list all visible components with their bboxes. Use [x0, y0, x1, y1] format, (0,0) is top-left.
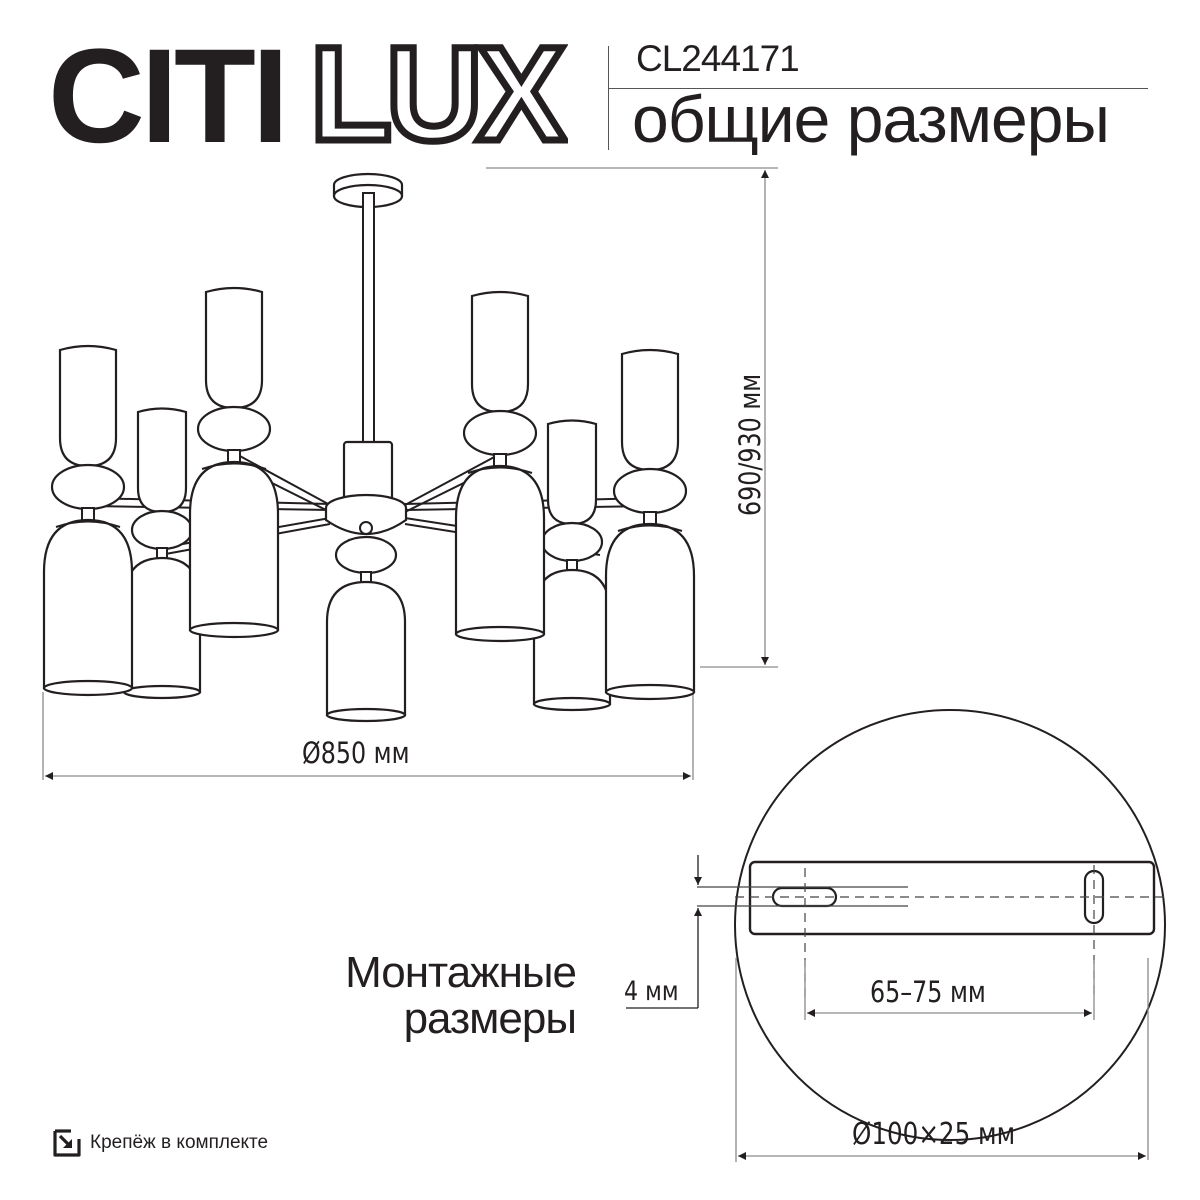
diameter-dimension: [42, 690, 694, 780]
diameter-label: Ø850 мм: [302, 736, 410, 770]
footer-note: Крепёж в комплекте: [52, 1128, 268, 1158]
citilux-logo: CITI LUX: [48, 38, 568, 148]
chandelier-drawing: [42, 172, 696, 723]
footer-label: Крепёж в комплекте: [90, 1132, 269, 1153]
model-number: CL244171: [636, 38, 800, 79]
header-divider-vertical: [608, 46, 609, 150]
hole-spacing-label: 65–75 мм: [870, 975, 986, 1009]
header-divider-horizontal: [608, 88, 1148, 89]
logo-outline-text: LUX: [310, 38, 566, 148]
fastener-included-icon: [53, 1129, 81, 1157]
mounting-title-line1: Монтажные: [345, 948, 577, 997]
slot-width-label: 4 мм: [624, 976, 679, 1007]
mounting-plate-drawing: [626, 709, 1168, 1162]
logo-solid-text: CITI: [48, 38, 285, 148]
mounting-title-line2: размеры: [403, 994, 577, 1043]
page-title: общие размеры: [632, 82, 1110, 156]
mounting-title: Монтажные размеры: [300, 948, 577, 1043]
height-dimension: [486, 167, 778, 668]
height-label: 690/930 мм: [733, 373, 767, 516]
canopy-size-label: Ø100×25 мм: [852, 1117, 1016, 1152]
